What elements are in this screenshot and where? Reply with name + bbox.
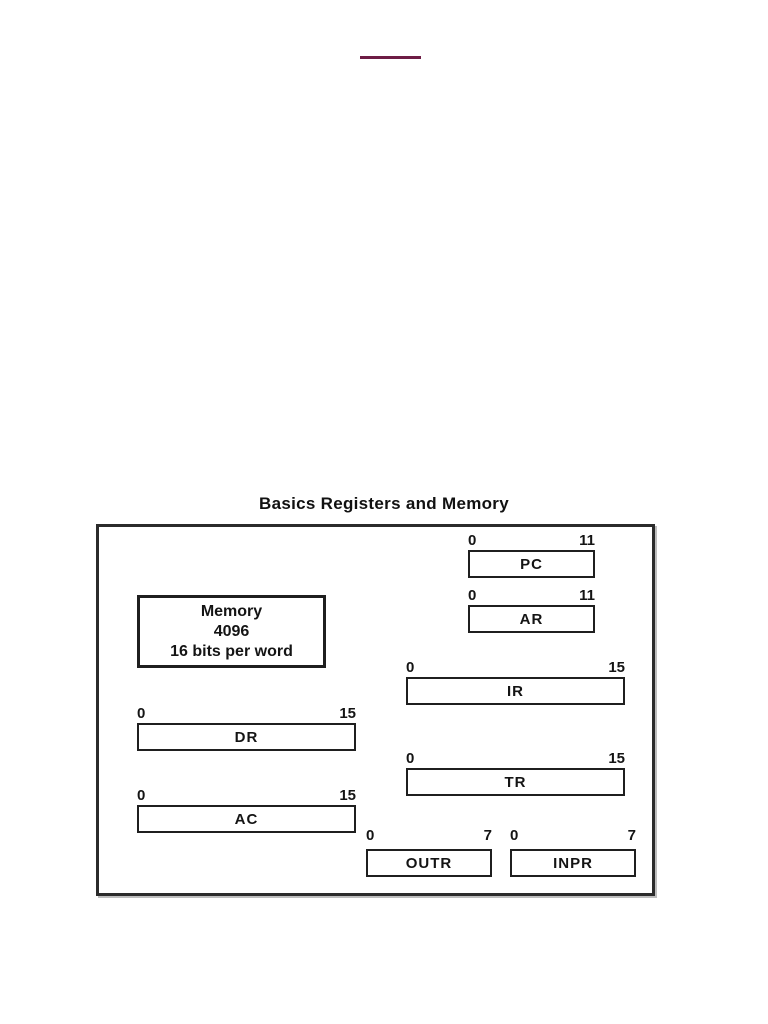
- register-label: OUTR: [405, 854, 453, 872]
- register-label: AC: [234, 810, 259, 828]
- maroon-rule: [360, 56, 421, 59]
- diagram-frame: Memory 4096 16 bits per word 0 11 PC 0 1…: [96, 524, 655, 896]
- register-dr: 0 15 DR: [137, 706, 356, 751]
- bit-low-label: 0: [468, 587, 477, 604]
- bit-high-label: 7: [483, 827, 492, 844]
- bit-low-label: 0: [468, 532, 477, 549]
- register-label: TR: [504, 773, 527, 791]
- bit-range: 0 7: [510, 828, 636, 844]
- bit-range: 0 15: [137, 706, 356, 722]
- bit-low-label: 0: [406, 750, 415, 767]
- register-ir: 0 15 IR: [406, 660, 625, 705]
- figure-title: Basics Registers and Memory: [259, 494, 509, 513]
- bit-range: 0 15: [406, 660, 625, 676]
- memory-line-2: 4096: [213, 622, 250, 640]
- register-box: DR: [137, 723, 356, 751]
- bit-high-label: 11: [579, 532, 595, 549]
- register-outr: 0 7 OUTR: [366, 828, 492, 877]
- register-inpr: 0 7 INPR: [510, 828, 636, 877]
- bit-high-label: 15: [608, 750, 625, 767]
- register-ar: 0 11 AR: [468, 588, 595, 633]
- bit-low-label: 0: [406, 659, 415, 676]
- bit-low-label: 0: [366, 827, 375, 844]
- register-ac: 0 15 AC: [137, 788, 356, 833]
- memory-line-1: Memory: [200, 602, 263, 620]
- register-box: AR: [468, 605, 595, 633]
- register-box: INPR: [510, 849, 636, 877]
- bit-range: 0 15: [406, 751, 625, 767]
- bit-high-label: 7: [627, 827, 636, 844]
- register-label: INPR: [553, 854, 593, 872]
- register-box: IR: [406, 677, 625, 705]
- memory-box: Memory 4096 16 bits per word: [137, 595, 326, 668]
- bit-range: 0 15: [137, 788, 356, 804]
- bit-low-label: 0: [137, 705, 146, 722]
- bit-range: 0 11: [468, 588, 595, 604]
- bit-high-label: 15: [608, 659, 625, 676]
- memory-line-3: 16 bits per word: [170, 642, 293, 660]
- register-label: AR: [519, 610, 544, 628]
- register-pc: 0 11 PC: [468, 533, 595, 578]
- register-tr: 0 15 TR: [406, 751, 625, 796]
- register-label: PC: [520, 555, 543, 573]
- register-label: DR: [234, 728, 259, 746]
- bit-low-label: 0: [137, 787, 146, 804]
- register-label: IR: [507, 682, 524, 700]
- register-box: PC: [468, 550, 595, 578]
- register-box: OUTR: [366, 849, 492, 877]
- bit-high-label: 15: [339, 787, 356, 804]
- bit-range: 0 11: [468, 533, 595, 549]
- bit-high-label: 11: [579, 587, 595, 604]
- bit-low-label: 0: [510, 827, 519, 844]
- bit-range: 0 7: [366, 828, 492, 844]
- bit-high-label: 15: [339, 705, 356, 722]
- register-box: AC: [137, 805, 356, 833]
- register-box: TR: [406, 768, 625, 796]
